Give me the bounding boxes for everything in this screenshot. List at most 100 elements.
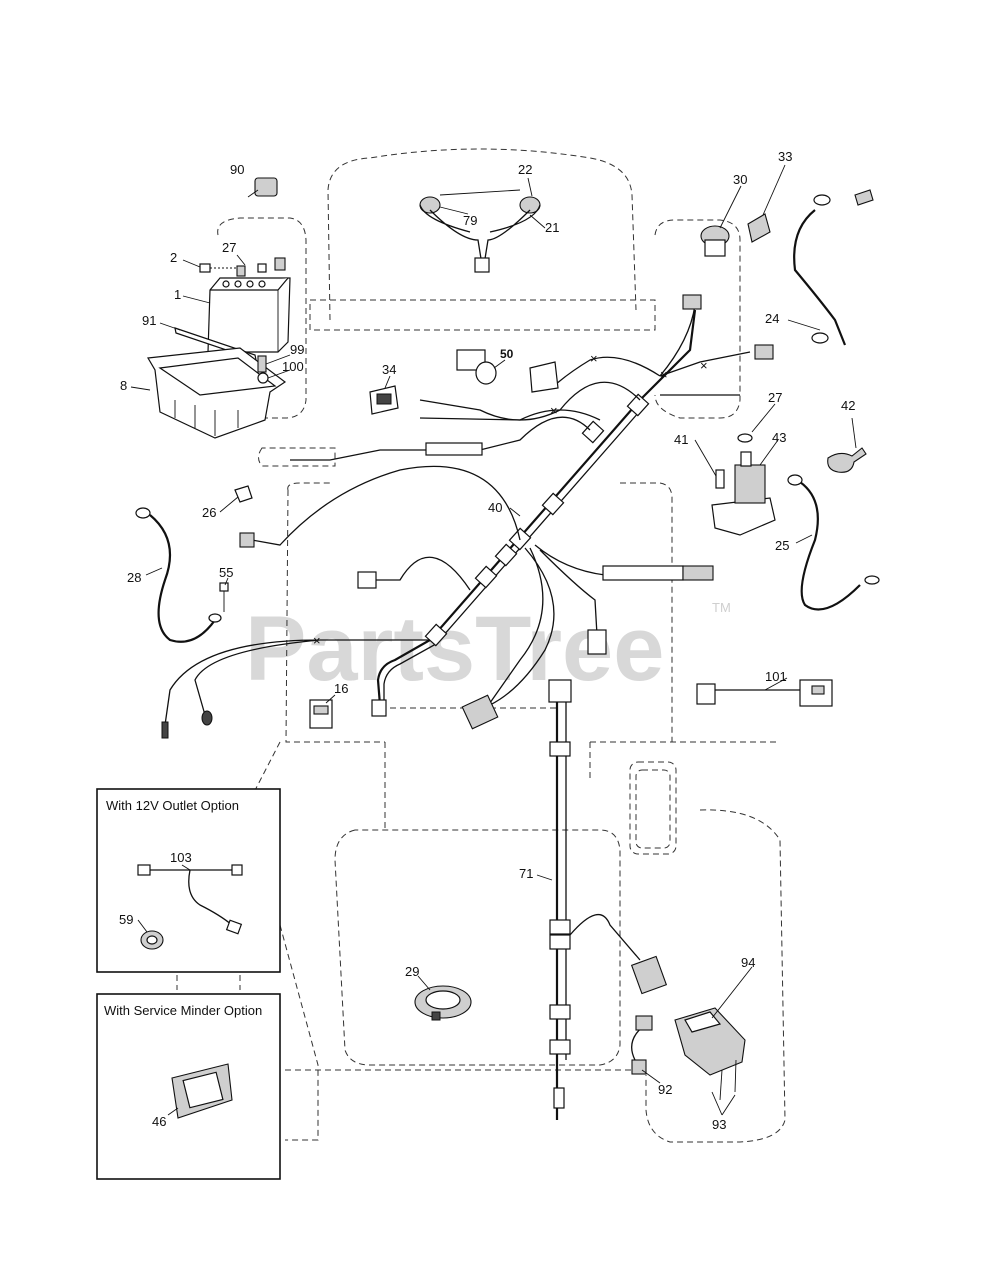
switch-50	[456, 349, 559, 393]
main-body-outline-2	[384, 741, 780, 830]
battery-cell	[234, 280, 242, 288]
leader	[267, 369, 291, 379]
callouts: 90 27 2 1 91 8 99 100 22 79 21 30 33 24 …	[119, 149, 855, 1132]
leader	[145, 567, 163, 576]
decal	[529, 361, 559, 393]
leader	[536, 874, 553, 881]
ground-wire	[164, 639, 430, 726]
leader	[787, 319, 821, 331]
bolt-41	[715, 469, 725, 489]
callout-92: 92	[658, 1082, 672, 1097]
leader	[417, 975, 431, 991]
harness-trunk	[376, 309, 697, 706]
callout-55: 55	[219, 565, 233, 580]
pto-body	[734, 464, 766, 504]
leader	[764, 677, 788, 691]
battery-terminal	[274, 257, 286, 271]
connector-16	[309, 699, 333, 729]
shift-recess-outline	[629, 761, 677, 855]
ignition-switch	[700, 213, 771, 257]
grommet-tab	[431, 1011, 441, 1021]
harness-clip	[424, 623, 448, 647]
leader	[694, 439, 717, 477]
branch-to-50	[554, 356, 661, 386]
callout-100: 100	[282, 359, 304, 374]
harness-103-plug	[137, 864, 151, 876]
leader	[721, 1094, 736, 1116]
callout-27: 27	[222, 240, 236, 255]
harness-71	[548, 679, 668, 1120]
cable-24-wire	[793, 209, 847, 346]
cut-mark: ×	[590, 351, 598, 366]
branch-to-26	[251, 465, 521, 546]
battery-bolts	[199, 263, 267, 273]
option-box-service-minder: With Service Minder Option	[96, 993, 281, 1180]
cut-mark: ×	[313, 633, 321, 648]
connector	[754, 344, 774, 360]
connector	[357, 571, 377, 589]
branch-to-bottom-connectors-2	[484, 547, 544, 711]
headlight-bar	[439, 189, 521, 196]
connector	[548, 679, 572, 703]
cable-25	[787, 474, 880, 611]
main-harness	[251, 304, 751, 711]
connector	[682, 565, 714, 581]
harness-103-plug	[225, 919, 243, 935]
leader-lines	[130, 164, 857, 1116]
callout-28: 28	[127, 570, 141, 585]
seat-switch	[631, 1007, 746, 1101]
pto-shaft	[740, 451, 752, 467]
leader	[182, 295, 211, 304]
leader	[762, 164, 786, 216]
harness-clip	[581, 420, 605, 444]
watermark: PartsTree TM	[245, 598, 731, 700]
callout-40: 40	[488, 500, 502, 515]
callout-46: 46	[152, 1114, 166, 1129]
leader	[247, 189, 259, 198]
grommet-inner	[425, 990, 461, 1010]
callout-27b: 27	[768, 390, 782, 405]
tray-rim	[158, 357, 277, 396]
cable-25-terminal	[864, 575, 880, 585]
branch-to-fuse	[290, 416, 591, 461]
connector	[682, 294, 702, 310]
lower-body-outline	[334, 829, 621, 1066]
washer-100	[257, 372, 269, 384]
seat-area-outline	[645, 809, 786, 1143]
headlight-wires	[419, 204, 541, 266]
pto-switch	[711, 433, 867, 536]
switch-50-body	[456, 349, 486, 371]
callout-79: 79	[463, 213, 477, 228]
battery-bay-outline	[217, 217, 307, 419]
leader	[137, 919, 148, 933]
part-101	[696, 679, 833, 707]
harness-clip	[549, 919, 571, 935]
wire-cut-marks: × × × × ×	[313, 351, 708, 648]
harness-clip	[549, 1039, 571, 1055]
option-box-12v-title: With 12V Outlet Option	[106, 798, 239, 813]
cap-42	[827, 447, 867, 473]
leader	[224, 577, 229, 586]
leader	[236, 254, 246, 266]
fuse-area-outline	[258, 447, 336, 467]
leader	[384, 375, 391, 389]
leader	[527, 177, 533, 197]
leader	[795, 534, 813, 544]
seat-switch-wire	[631, 1024, 646, 1066]
leader	[265, 354, 291, 365]
fuse-holder	[425, 442, 483, 456]
branch-to-bottom-connectors	[489, 547, 555, 706]
fuse-26	[234, 485, 253, 503]
leader	[325, 694, 336, 704]
cut-mark: ×	[700, 358, 708, 373]
callout-8: 8	[120, 378, 127, 393]
callout-24: 24	[765, 311, 779, 326]
harness-clip	[549, 934, 571, 950]
callout-33: 33	[778, 149, 792, 164]
screw-93	[734, 1059, 737, 1093]
ground-terminal	[201, 710, 213, 726]
cable-24-terminal	[813, 194, 831, 206]
leader	[711, 1091, 723, 1116]
part-90	[247, 177, 278, 198]
cable-24-ring	[811, 332, 829, 344]
